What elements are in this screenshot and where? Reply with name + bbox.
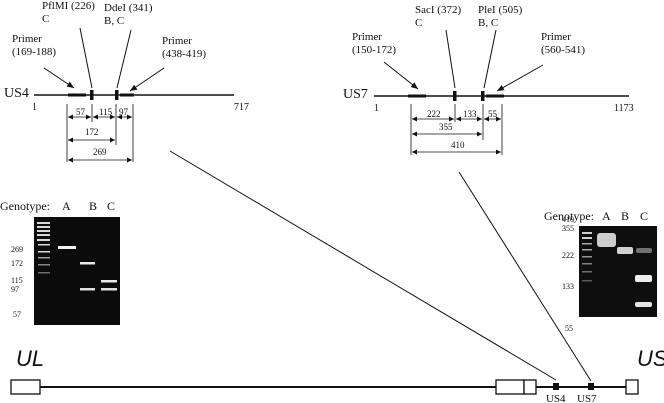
us4-span1-label: 172 — [85, 127, 99, 137]
us7-map: SacI (372) C PleI (505) B, C Primer (150… — [343, 4, 634, 155]
us7-seg2-label: 133 — [463, 109, 477, 119]
us7-map-name: US7 — [343, 87, 368, 102]
trs-repeat-box — [625, 379, 639, 395]
us4-primer-rev-range: (438-419) — [162, 48, 206, 60]
left-gel-lane-c-label: C — [107, 199, 115, 213]
us7-end-label: 1173 — [614, 103, 634, 114]
left-gel-size-269: 269 — [11, 245, 23, 254]
right-gel-genotype-label: Genotype: — [544, 209, 594, 223]
us7-connector-line — [458, 171, 592, 382]
right-gel-lane-c-band-222 — [635, 275, 652, 282]
right-gel-lane-c-label: C — [640, 209, 648, 223]
right-gel-lane-b-band-355 — [617, 247, 633, 254]
left-gel-lane-c-band-115 — [101, 280, 117, 283]
us4-primer-rev-title: Primer — [162, 35, 192, 47]
us7-primer-fwd-arrow — [383, 61, 419, 90]
us7-site1-pointer — [445, 29, 456, 89]
us4-start-label: 1 — [32, 102, 37, 113]
us4-gene-label: US4 — [546, 393, 566, 403]
left-gel-ladder — [37, 222, 50, 274]
right-gel-lane-a-label: A — [602, 209, 611, 223]
us7-span2-label: 410 — [451, 140, 465, 150]
us4-primer-fwd-range: (169-188) — [12, 46, 56, 58]
us4-site2-name: DdeI (341) — [104, 2, 153, 14]
us7-site1-name: SacI (372) — [415, 4, 461, 16]
us7-primer-rev-range: (560-541) — [541, 44, 585, 56]
us7-site2-genotype: B, C — [478, 17, 498, 29]
irs-repeat-box — [523, 379, 537, 395]
us7-primer-fwd-title: Primer — [352, 31, 382, 43]
right-gel-size-222: 222 — [562, 251, 574, 260]
us4-seg1-label: 57 — [76, 107, 86, 117]
us7-primer-rev-title: Primer — [541, 31, 571, 43]
right-gel-panel: Genotype: A B C 410 355 222 133 55 — [544, 209, 657, 333]
us4-seg2-label: 115 — [99, 107, 113, 117]
us4-seg3-label: 97 — [119, 107, 129, 117]
us4-map: PflMI (226) C DdeI (341) B, C Primer (16… — [4, 0, 249, 163]
left-gel-lane-b-band-97 — [80, 288, 95, 291]
left-gel-lane-c-band-97 — [101, 288, 117, 291]
right-gel-lane-c-band-355 — [636, 248, 652, 253]
us7-site1-genotype: C — [415, 17, 422, 29]
us4-primer-fwd-title: Primer — [12, 33, 42, 45]
us4-site2-genotype: B, C — [104, 15, 124, 27]
genome-map: UL US US4 US7 — [10, 346, 664, 403]
us7-seg3-label: 55 — [488, 109, 498, 119]
us4-connector-line — [169, 150, 557, 381]
us7-gene-label: US7 — [577, 393, 597, 403]
right-gel-lane-a-band-410 — [597, 233, 616, 247]
us7-site2-name: PleI (505) — [478, 4, 523, 16]
right-gel-ladder — [582, 232, 592, 282]
left-gel-size-172: 172 — [11, 259, 23, 268]
us4-pflmi-site — [90, 90, 94, 100]
us7-seg1-label: 222 — [427, 109, 441, 119]
us4-site1-genotype: C — [42, 13, 49, 25]
left-gel-panel: Genotype: A B C 269 172 115 97 57 — [0, 199, 120, 325]
us4-site1-pointer — [79, 27, 93, 89]
us7-plei-site — [481, 91, 485, 101]
right-gel-lane-b-label: B — [621, 209, 629, 223]
us-region-label: US — [637, 346, 664, 371]
us4-primer-rev-arrow — [129, 67, 165, 92]
us4-site1-name: PflMI (226) — [42, 0, 95, 12]
left-gel-lane-a-label: A — [62, 199, 71, 213]
trl-repeat-box — [10, 379, 41, 395]
left-gel-size-57: 57 — [13, 310, 21, 319]
us4-ddei-site — [115, 90, 119, 100]
ul-region-label: UL — [16, 346, 44, 371]
right-gel-size-355: 355 — [562, 224, 574, 233]
us7-site2-pointer — [483, 29, 497, 89]
right-gel-size-410: 410 — [562, 215, 574, 224]
us4-gene-marker — [553, 383, 559, 390]
left-gel-image — [34, 217, 120, 325]
us4-site2-pointer — [116, 29, 132, 89]
left-gel-genotype-label: Genotype: — [0, 199, 50, 213]
left-gel-lane-a-band-269 — [58, 246, 76, 249]
us7-primer-rev-arrow — [496, 64, 544, 92]
us4-primer-fwd-arrow — [43, 67, 75, 89]
right-gel-lane-c-band-133 — [635, 302, 652, 307]
us7-primer-fwd-range: (150-172) — [352, 44, 396, 56]
left-gel-size-97: 97 — [11, 285, 19, 294]
us4-map-name: US4 — [4, 86, 29, 101]
left-gel-size-115: 115 — [11, 276, 23, 285]
us4-end-label: 717 — [234, 102, 249, 113]
us7-gene-marker — [588, 383, 594, 390]
us7-span1-label: 355 — [439, 122, 453, 132]
left-gel-lane-b-label: B — [89, 199, 97, 213]
right-gel-size-133: 133 — [562, 282, 574, 291]
right-gel-size-55: 55 — [565, 324, 573, 333]
irl-repeat-box — [495, 379, 525, 395]
left-gel-lane-b-band-172 — [80, 262, 95, 265]
us7-saci-site — [453, 91, 457, 101]
us4-span2-label: 269 — [93, 147, 107, 157]
us7-start-label: 1 — [374, 103, 379, 114]
